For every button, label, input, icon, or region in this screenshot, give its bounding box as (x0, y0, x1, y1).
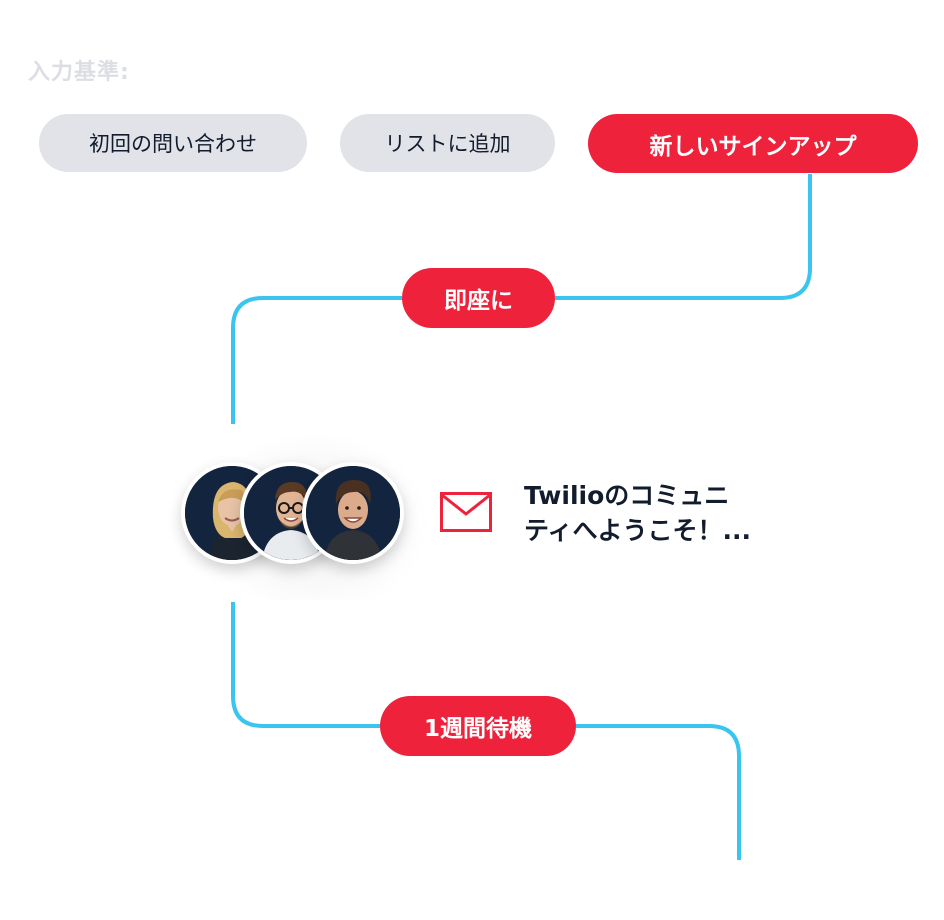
entry-criteria-label: 入力基準: (28, 60, 130, 85)
connector-wait-onward (576, 724, 741, 860)
trigger-new-signup[interactable]: 新しいサインアップ (588, 114, 918, 173)
delay-immediately-pill[interactable]: 即座に (402, 268, 555, 328)
email-subject-line-2: ティへようこそ！... (524, 516, 751, 545)
email-icon (440, 492, 492, 532)
avatar-man-smiling (302, 462, 404, 564)
connector-delay-to-email (231, 296, 402, 424)
trigger-first-inquiry[interactable]: 初回の問い合わせ (39, 114, 307, 172)
trigger-added-to-list[interactable]: リストに追加 (340, 114, 555, 172)
connector-signup-to-delay (555, 174, 812, 300)
wait-one-week-pill[interactable]: 1週間待機 (380, 696, 576, 756)
email-subject-line-1: Twilioのコミュニ (524, 481, 730, 510)
email-subject[interactable]: Twilioのコミュニ ティへようこそ！... (524, 478, 824, 548)
connector-email-to-wait (231, 602, 380, 728)
